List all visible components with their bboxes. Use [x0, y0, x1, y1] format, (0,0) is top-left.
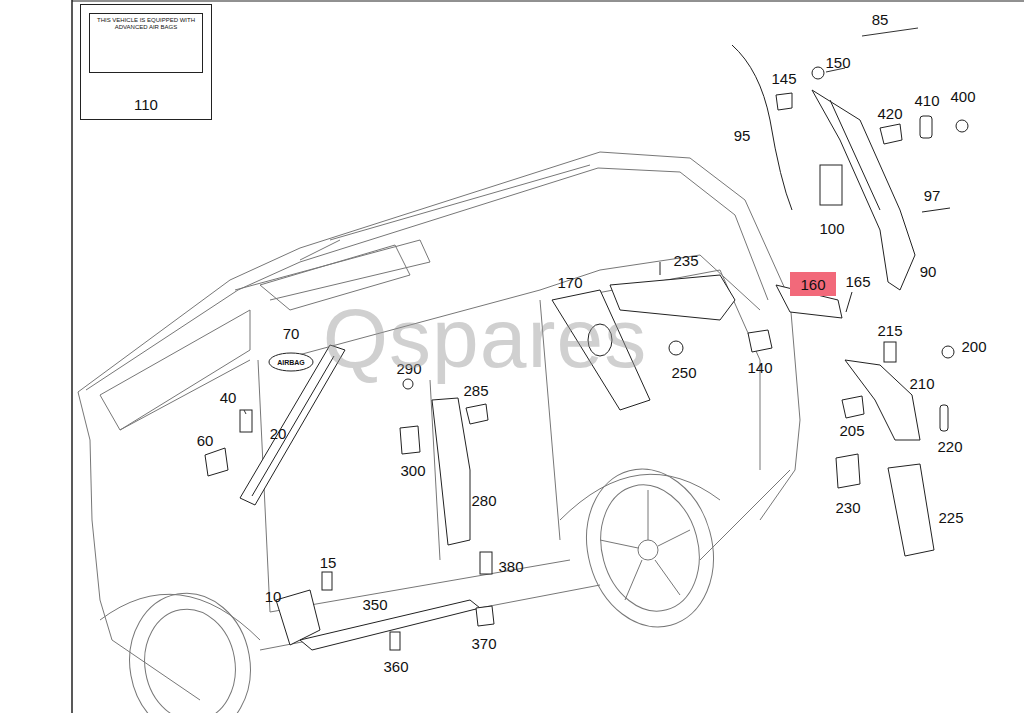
highlight-box: 160	[790, 272, 836, 296]
callout-number: 40	[220, 390, 237, 405]
callout-number: 95	[734, 128, 751, 143]
callout-number: 225	[938, 510, 963, 525]
callout-number: 20	[270, 426, 287, 441]
callout-number: 350	[362, 597, 387, 612]
warning-label-text: THIS VEHICLE IS EQUIPPED WITH ADVANCED A…	[89, 13, 203, 73]
callout-number: 215	[877, 323, 902, 338]
callout-number: 300	[400, 463, 425, 478]
callout-number: 85	[872, 12, 889, 27]
callout-number: 10	[265, 589, 282, 604]
callout-number: 170	[557, 275, 582, 290]
callout-number: 90	[920, 264, 937, 279]
callout-number: 235	[673, 253, 698, 268]
callout-number: 280	[471, 493, 496, 508]
watermark: Qspares	[323, 296, 647, 380]
callout-number: 60	[197, 433, 214, 448]
label-frame: THIS VEHICLE IS EQUIPPED WITH ADVANCED A…	[80, 4, 212, 120]
callout-number: 200	[961, 339, 986, 354]
callout-number: 97	[924, 188, 941, 203]
callout-number: 165	[845, 274, 870, 289]
callout-number: 420	[877, 106, 902, 121]
callout-number: 160	[800, 276, 825, 293]
callout-number: 410	[914, 93, 939, 108]
callout-number: 370	[471, 636, 496, 651]
callout-number: 205	[839, 423, 864, 438]
callout-number: 210	[909, 376, 934, 391]
callout-number: 100	[819, 221, 844, 236]
callout-number: 220	[937, 439, 962, 454]
callout-number: 250	[671, 365, 696, 380]
badge-text: AIRBAG	[277, 359, 305, 366]
callout-number: 140	[747, 360, 772, 375]
callout-number: 230	[835, 500, 860, 515]
callout-number: 145	[771, 71, 796, 86]
callout-number: 15	[320, 555, 337, 570]
callout-number: 70	[283, 326, 300, 341]
callout-number: 110	[89, 96, 203, 113]
callout-number: 380	[498, 559, 523, 574]
callout-number: 150	[825, 55, 850, 70]
callout-number: 400	[950, 89, 975, 104]
callout-number: 360	[383, 659, 408, 674]
callout-number: 285	[463, 383, 488, 398]
